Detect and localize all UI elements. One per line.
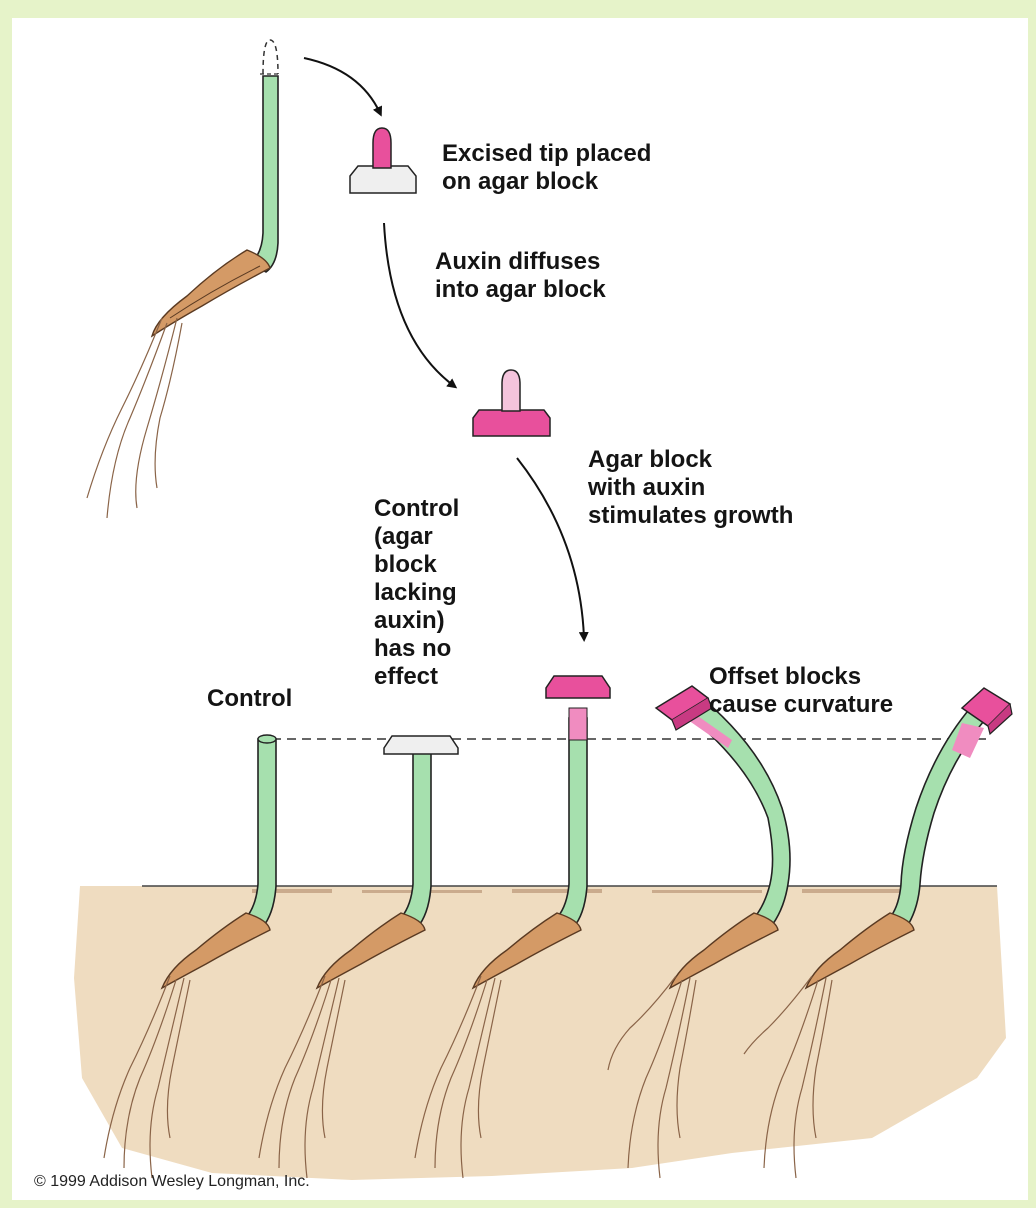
copyright-notice: © 1999 Addison Wesley Longman, Inc. bbox=[34, 1173, 310, 1191]
excised-coleoptile bbox=[250, 76, 278, 272]
agar-block-auxin bbox=[473, 410, 550, 436]
label-auxin-diffuses: Auxin diffuses into agar block bbox=[435, 248, 606, 304]
label-offset-blocks: Offset blocks cause curvature bbox=[709, 663, 893, 719]
excised-tip bbox=[373, 128, 391, 168]
excised-seedling bbox=[87, 40, 281, 518]
label-control-no-effect: Control (agar block lacking auxin) has n… bbox=[374, 495, 459, 691]
auxin-zone bbox=[569, 708, 587, 740]
removed-tip-outline bbox=[263, 40, 278, 74]
faded-tip bbox=[502, 370, 520, 411]
tip-on-agar bbox=[350, 128, 416, 193]
arrow-to-agar bbox=[304, 58, 380, 113]
label-agar-with-auxin: Agar block with auxin stimulates growth bbox=[588, 446, 793, 530]
roots bbox=[87, 318, 182, 518]
tip-on-auxin-agar bbox=[473, 370, 550, 436]
agar-block-plain bbox=[350, 166, 416, 193]
label-excised-tip: Excised tip placed on agar block bbox=[442, 140, 651, 196]
arrow-to-stimulated bbox=[517, 458, 584, 638]
agar-block-plain bbox=[384, 736, 458, 754]
diagram-canvas: Excised tip placed on agar block Auxin d… bbox=[12, 18, 1028, 1200]
label-control: Control bbox=[207, 685, 292, 713]
agar-block-auxin bbox=[546, 676, 610, 698]
